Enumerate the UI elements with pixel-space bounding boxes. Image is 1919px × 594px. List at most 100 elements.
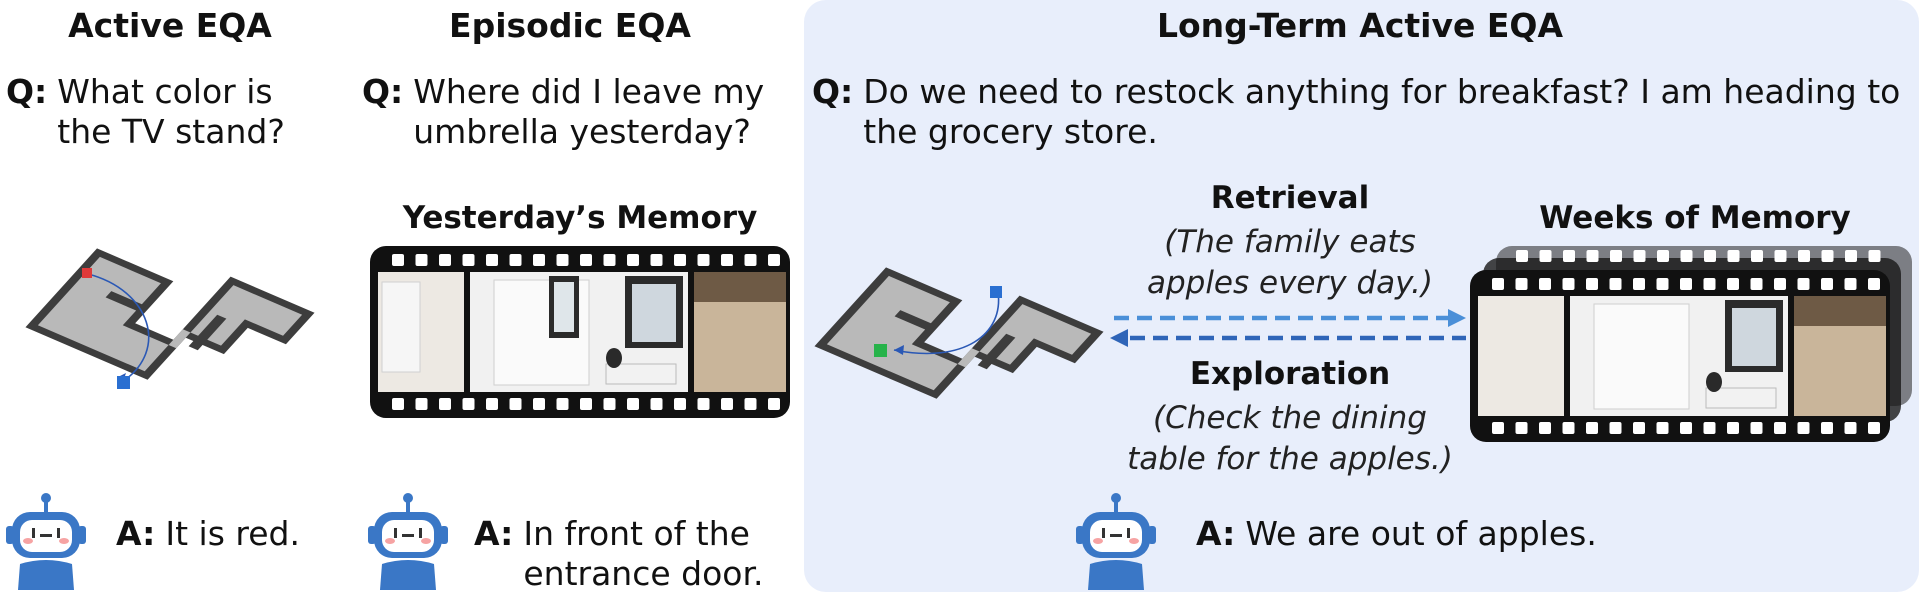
film-sprocket-hole <box>1492 422 1504 434</box>
film-sprocket-hole <box>1563 250 1575 262</box>
film-sprocket-hole <box>1562 278 1575 290</box>
retrieval-note-line1: (The family eats <box>1164 224 1416 260</box>
active-question: Q: What color is the TV stand? <box>6 72 336 152</box>
film-sprocket-hole <box>1703 278 1716 290</box>
film-sprocket-hole <box>1633 278 1645 290</box>
film-sprocket-hole <box>1868 278 1880 290</box>
film-sprocket-hole <box>533 398 545 410</box>
film-sprocket-hole <box>1821 422 1833 434</box>
longterm-question-line1: Do we need to restock anything for break… <box>863 72 1901 111</box>
film-sprocket-hole <box>1633 422 1645 434</box>
film-sprocket-hole <box>486 398 498 410</box>
film-sprocket-hole <box>768 254 780 266</box>
film-sprocket-hole <box>1797 278 1810 290</box>
film-sprocket-hole <box>1750 422 1763 434</box>
film-sprocket-hole <box>603 398 616 410</box>
episodic-answer-line1: In front of the <box>523 514 750 553</box>
film-sprocket-hole <box>1656 278 1669 290</box>
film-sprocket-hole <box>1868 250 1881 262</box>
longterm-eqa-title: Long-Term Active EQA <box>1156 6 1564 45</box>
answer-label: A: <box>474 514 514 553</box>
retrieval-note-line2: apples every day.) <box>1146 265 1434 301</box>
active-answer: A: It is red. <box>116 514 300 554</box>
maze-map-icon <box>25 248 315 389</box>
film-sprocket-hole <box>439 254 451 266</box>
exploration-note: (Check the dining table for the apples.) <box>1080 398 1500 480</box>
film-sprocket-hole <box>1539 422 1551 434</box>
film-sprocket-hole <box>580 398 592 410</box>
film-sprocket-hole <box>462 398 475 410</box>
film-sprocket-hole <box>533 254 545 266</box>
exploration-label: Exploration <box>1189 356 1391 392</box>
episodic-answer-text: In front of the entrance door. <box>523 514 763 594</box>
robot-icon <box>6 493 86 590</box>
film-sprocket-hole <box>1844 422 1857 434</box>
target-green-cube <box>874 344 887 357</box>
longterm-answer: A: We are out of apples. <box>1196 514 1597 554</box>
film-sprocket-hole <box>1845 250 1857 262</box>
film-sprocket-hole <box>1586 278 1598 290</box>
film-sprocket-hole <box>674 254 686 266</box>
weeks-memory-title: Weeks of Memory <box>1539 200 1851 236</box>
film-sprocket-hole <box>462 254 475 266</box>
film-sprocket-hole <box>1774 278 1786 290</box>
film-sprocket-hole <box>1774 250 1787 262</box>
film-sprocket-hole <box>768 398 780 410</box>
question-label: Q: <box>812 72 854 111</box>
longterm-answer-text: We are out of apples. <box>1245 514 1597 553</box>
exploration-note-line2: table for the apples.) <box>1127 441 1453 477</box>
film-sprocket-hole <box>509 398 522 410</box>
film-sprocket-hole <box>1680 278 1692 290</box>
film-sprocket-hole <box>697 254 710 266</box>
film-sprocket-hole <box>580 254 592 266</box>
film-sprocket-hole <box>1680 422 1692 434</box>
film-sprocket-hole <box>1750 278 1763 290</box>
film-sprocket-hole <box>744 398 757 410</box>
robot-icon <box>1076 493 1156 590</box>
film-sprocket-hole <box>1515 422 1528 434</box>
film-sprocket-hole <box>486 254 498 266</box>
film-sprocket-hole <box>1798 250 1810 262</box>
film-sprocket-hole <box>1539 250 1552 262</box>
bidirectional-arrows <box>1110 309 1466 347</box>
answer-label: A: <box>1196 514 1236 553</box>
film-sprocket-hole <box>1797 422 1810 434</box>
film-sprocket-hole <box>556 398 569 410</box>
film-sprocket-hole <box>1515 278 1528 290</box>
film-sprocket-hole <box>439 398 451 410</box>
question-label: Q: <box>362 72 404 111</box>
robot-icon <box>368 493 448 590</box>
film-sprocket-hole <box>650 254 663 266</box>
film-sprocket-hole <box>1727 250 1740 262</box>
film-sprocket-hole <box>1586 250 1599 262</box>
film-sprocket-hole <box>721 398 733 410</box>
film-sprocket-hole <box>392 398 404 410</box>
film-sprocket-hole <box>1751 250 1763 262</box>
episodic-question-text: Where did I leave my umbrella yesterday? <box>413 72 765 151</box>
answer-label: A: <box>116 514 156 553</box>
episodic-answer: A: In front of the entrance door. <box>474 514 764 594</box>
film-sprocket-hole <box>1656 422 1669 434</box>
film-sprocket-hole <box>1562 422 1575 434</box>
film-sprocket-hole <box>556 254 569 266</box>
question-label: Q: <box>6 72 48 111</box>
film-sprocket-hole <box>1609 278 1622 290</box>
film-sprocket-hole <box>674 398 686 410</box>
film-sprocket-hole <box>1492 278 1504 290</box>
film-sprocket-hole <box>1703 422 1716 434</box>
retrieval-label: Retrieval <box>1210 180 1370 216</box>
episodic-answer-line2: entrance door. <box>523 554 764 593</box>
arrow-left-icon <box>1110 329 1128 347</box>
film-sprocket-hole <box>1609 422 1622 434</box>
target-red-cube <box>82 268 92 278</box>
film-strip-icon <box>370 246 790 418</box>
film-sprocket-hole <box>650 398 663 410</box>
longterm-question-text: Do we need to restock anything for break… <box>863 72 1900 152</box>
maze-map-icon <box>814 267 1104 399</box>
film-sprocket-hole <box>697 398 710 410</box>
film-sprocket-hole <box>627 398 639 410</box>
film-sprocket-hole <box>415 398 428 410</box>
yesterday-memory-title: Yesterday’s Memory <box>402 200 758 236</box>
film-sprocket-hole <box>415 254 428 266</box>
film-sprocket-hole <box>1844 278 1857 290</box>
